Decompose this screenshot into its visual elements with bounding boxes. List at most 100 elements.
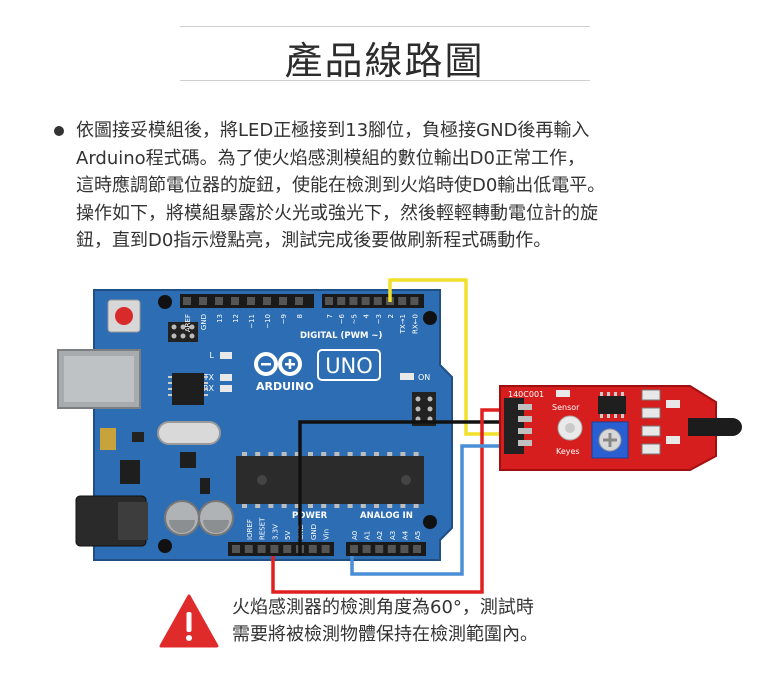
digital-header-label: DIGITAL (PWM ~) — [300, 331, 382, 341]
digital-pin-label: ~3 — [375, 314, 383, 324]
analog-header — [346, 542, 426, 556]
title-bottom-rule — [180, 80, 590, 81]
header-pin — [373, 297, 382, 305]
icsp-header-top — [168, 322, 198, 342]
digital-header — [180, 294, 424, 308]
power-label: POWER — [292, 511, 328, 521]
voltage-regulator — [120, 460, 140, 484]
analog-in-label: ANALOG IN — [360, 511, 413, 521]
mounting-hole — [423, 311, 437, 325]
header-pin — [231, 297, 239, 305]
title-block: 產品線路圖 — [0, 18, 769, 88]
header-pin — [410, 297, 419, 305]
sensor-label: Sensor — [552, 403, 580, 412]
header-pin — [183, 297, 191, 305]
digital-pin-label: 12 — [232, 314, 240, 323]
reset-button-cap — [115, 307, 133, 325]
sensor-part-number: 140C001 — [508, 390, 544, 399]
led-l — [220, 352, 232, 359]
header-pin — [325, 297, 333, 305]
smd-resistor — [641, 425, 661, 437]
header-pin — [199, 297, 207, 305]
digital-pin-label: ~10 — [264, 314, 272, 329]
header-pin — [361, 297, 370, 305]
smd-resistor — [641, 389, 661, 401]
digital-pin-label: 2 — [387, 314, 395, 318]
uno-model-label: UNO — [325, 354, 373, 378]
sensor-led — [666, 400, 680, 408]
instruction-line: 依圖接妥模組後，將LED正極接到13腳位，負極接GND後再輸入 — [76, 120, 590, 141]
analog-pin-label: A1 — [364, 531, 372, 540]
power-pin-label: IOREF — [246, 519, 254, 540]
power-header — [228, 542, 334, 556]
capacitor-shade — [203, 520, 229, 533]
header-pin — [279, 297, 287, 305]
header-pin — [215, 297, 223, 305]
power-pin-label: 3.3V — [271, 524, 279, 540]
led-tx — [220, 374, 232, 381]
power-pin-label: RESET — [259, 517, 267, 540]
led-label-rx: RX — [203, 384, 215, 393]
uno-badge — [317, 349, 381, 381]
digital-pin-label: GND — [200, 314, 208, 330]
ir-flame-receiver — [688, 418, 718, 436]
ir-flame-receiver-dome — [718, 418, 742, 436]
led-label-on: ON — [418, 373, 430, 382]
digital-pin-label: 7 — [326, 314, 334, 318]
digital-pin-label: 4 — [363, 313, 371, 318]
warning-line: 火焰感測器的檢測角度為60°，測試時 — [232, 597, 534, 618]
instruction-line: 操作如下，將模組暴露於火光或強光下，然後輕輕轉動電位計的旋 — [76, 202, 598, 224]
wire-yellow — [388, 278, 500, 436]
header-pin — [398, 297, 407, 305]
smd-resistor — [641, 407, 661, 419]
atmega-microcontroller — [236, 452, 424, 508]
instruction-line: Arduino程式碼。為了使火焰感測模組的數位輸出D0正常工作， — [76, 147, 585, 169]
warning-icon — [159, 594, 219, 648]
wire-blue — [350, 444, 500, 576]
mounting-hole — [158, 295, 172, 309]
capacitor-shade — [169, 520, 195, 533]
analog-pin-label: A2 — [376, 531, 384, 540]
header-pin — [295, 297, 303, 305]
power-pin-label: Vin — [323, 529, 331, 540]
analog-pin-label: A4 — [401, 530, 409, 540]
smd-component — [200, 478, 210, 494]
smd-resistor — [641, 443, 661, 455]
smd-component — [132, 432, 144, 442]
wire-black — [298, 420, 500, 556]
analog-pin-label: A0 — [351, 531, 359, 540]
smd-component — [180, 452, 196, 468]
digital-pin-label: 13 — [216, 314, 224, 323]
digital-pin-label: ~9 — [280, 314, 288, 324]
header-pin — [247, 297, 255, 305]
digital-pin-label: ~11 — [248, 314, 256, 329]
header-pin — [349, 297, 358, 305]
crystal-oscillator — [157, 421, 221, 445]
instruction-line: 這時應調節電位器的旋鈕，使能在檢測到火焰時使D0輸出低電平。 — [76, 175, 606, 196]
led-label-l: L — [210, 351, 215, 360]
fuse-component — [100, 428, 116, 450]
comparator-chip — [598, 392, 626, 418]
digital-pin-label: ~6 — [338, 313, 346, 324]
keyes-label: Keyes — [556, 447, 580, 456]
usb-connector-face — [64, 356, 134, 402]
digital-pin-label: RX←0 — [411, 314, 419, 334]
header-pin — [263, 297, 271, 305]
flame-sensor-module: 140C001 Sensor Keyes — [499, 385, 742, 471]
power-pin-label: 5V — [284, 531, 292, 540]
header-pin — [337, 297, 346, 305]
led-label-tx: TX — [203, 373, 215, 382]
arduino-logo-icon — [254, 352, 302, 376]
digital-pin-label: TX→1 — [399, 314, 407, 334]
instructions-paragraph: 依圖接妥模組後，將LED正極接到13腳位，負極接GND後再輸入 Arduino程… — [76, 117, 736, 255]
wires — [271, 278, 500, 594]
led-rx — [220, 385, 232, 392]
digital-pin-label: 8 — [296, 314, 304, 318]
page-title: 產品線路圖 — [284, 39, 485, 83]
wire-red — [271, 408, 500, 594]
analog-pin-label: A3 — [389, 531, 397, 540]
